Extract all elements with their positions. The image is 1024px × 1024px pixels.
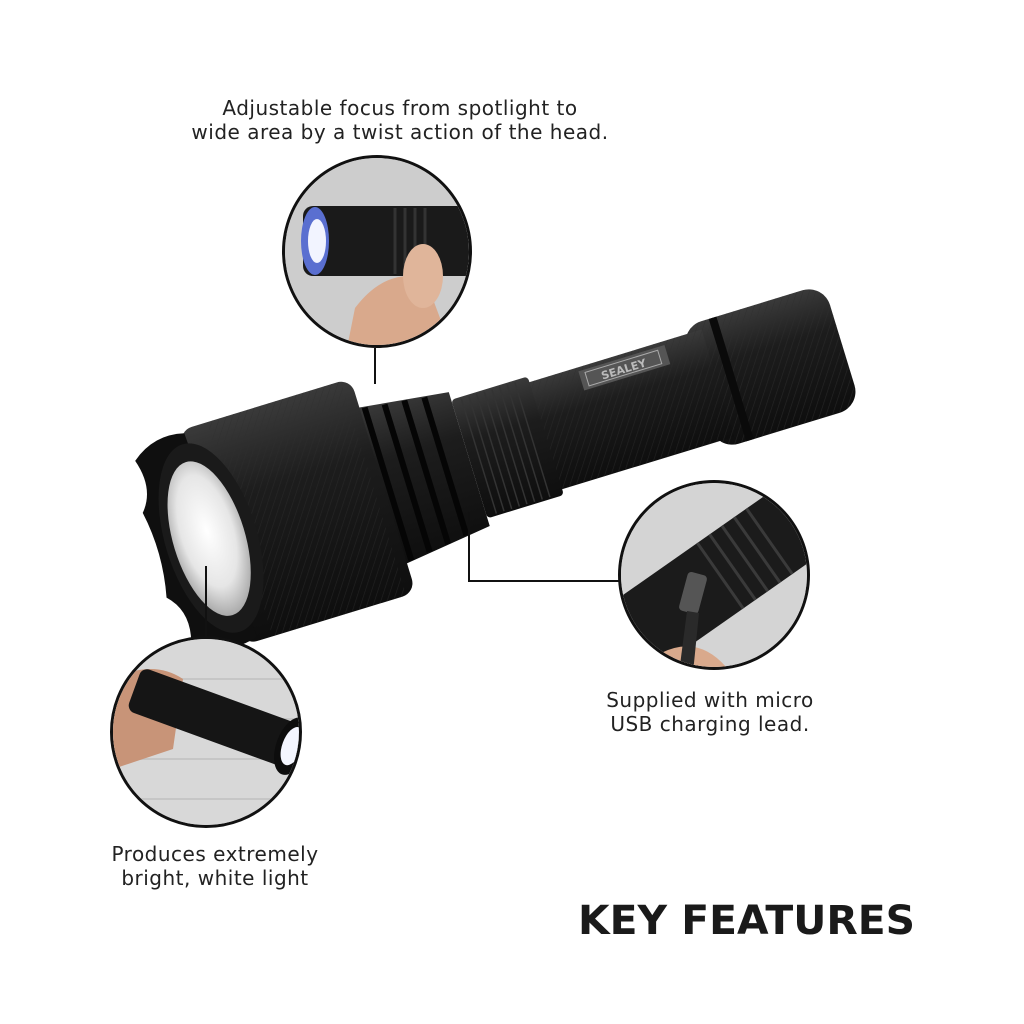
connector-line-usb-vertical: [468, 512, 470, 582]
connector-line-light: [205, 566, 207, 638]
key-features-heading: KEY FEATURES: [578, 898, 916, 944]
caption-line: bright, white light: [121, 866, 309, 890]
detail-image-bright-light: [110, 636, 302, 828]
caption-line: Adjustable focus from spotlight to: [222, 96, 578, 120]
connector-line-focus: [374, 348, 376, 384]
feature-caption-focus: Adjustable focus from spotlight to wide …: [150, 96, 650, 144]
feature-caption-usb: Supplied with micro USB charging lead.: [560, 688, 860, 736]
connector-line-usb-horizontal: [468, 580, 620, 582]
feature-caption-light: Produces extremely bright, white light: [70, 842, 360, 890]
detail-image-usb-port: [618, 480, 810, 670]
caption-line: Produces extremely: [111, 842, 319, 866]
detail-image-focus-twist: [282, 155, 472, 348]
caption-line: Supplied with micro: [606, 688, 814, 712]
caption-line: wide area by a twist action of the head.: [191, 120, 609, 144]
caption-line: USB charging lead.: [610, 712, 810, 736]
